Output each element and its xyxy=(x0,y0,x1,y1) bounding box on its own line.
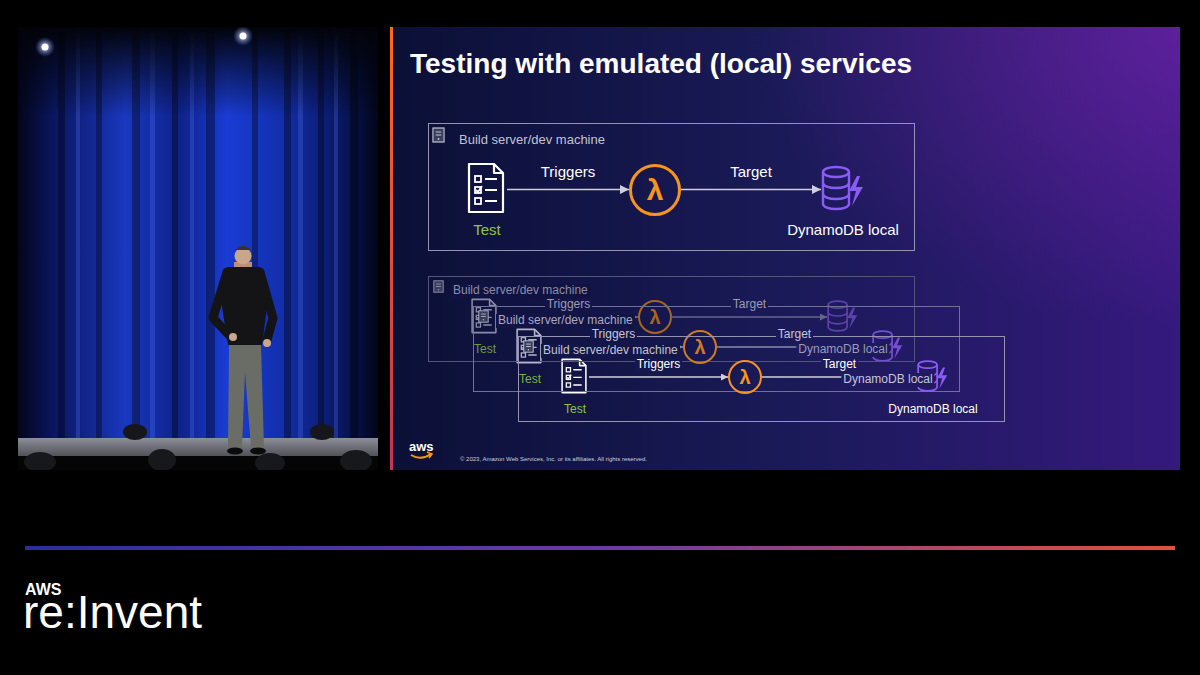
machine-heading: Build server/dev machine xyxy=(451,280,590,298)
divider-line xyxy=(25,546,1175,550)
node-caption-text: Test xyxy=(472,343,498,357)
server-icon xyxy=(434,281,443,292)
node-caption: Test xyxy=(472,339,498,357)
edge-label-text: Target xyxy=(728,163,774,180)
copyright-notice-text: © 2023, Amazon Web Services, Inc. or its… xyxy=(460,456,647,463)
edge-label: Triggers xyxy=(635,354,683,372)
edge-label: Target xyxy=(728,163,774,181)
edge-label: Target xyxy=(776,324,813,342)
connector-arrow xyxy=(681,189,821,191)
slide-title: Testing with emulated (local) services xyxy=(410,48,912,80)
lambda-symbol-text: λ xyxy=(692,337,707,357)
node-caption: DynamoDB local xyxy=(787,221,899,239)
node-caption: Test xyxy=(562,399,588,417)
copyright-notice: © 2023, Amazon Web Services, Inc. or its… xyxy=(460,447,647,465)
aws-logo-text: aws xyxy=(409,437,434,455)
machine-heading-text: Build server/dev machine xyxy=(451,284,590,298)
edge-label-text: Target xyxy=(776,328,813,342)
node-caption: DynamoDB local xyxy=(886,399,979,417)
edge-label: Target xyxy=(731,294,768,312)
lambda-symbol-text: λ xyxy=(647,175,664,205)
edge-label-text: Triggers xyxy=(635,358,683,372)
server-icon xyxy=(433,128,444,142)
slide-accent-bar xyxy=(390,27,393,470)
edge-label-text: Triggers xyxy=(590,328,638,342)
edge-label-text: Triggers xyxy=(545,298,593,312)
lambda-function: λ xyxy=(629,164,681,216)
edge-label: Triggers xyxy=(545,294,593,312)
slide-background xyxy=(390,27,1180,470)
machine-heading: Build server/dev machine xyxy=(541,340,680,358)
edge-label-text: Target xyxy=(731,298,768,312)
node-caption-text: Test xyxy=(562,403,588,417)
node-caption: Test xyxy=(517,369,543,387)
test-node: Test xyxy=(471,299,499,335)
lambda-symbol: λ xyxy=(632,167,678,213)
node-caption-text: Test xyxy=(517,373,543,387)
machine-icons xyxy=(433,128,947,393)
edge-label: Triggers xyxy=(539,163,597,181)
dynamodb-table: DynamoDB local xyxy=(821,165,865,213)
dynamodb-icon xyxy=(823,167,863,209)
aws-logo-text-text: aws xyxy=(409,440,434,455)
lambda-symbol: λ xyxy=(730,362,760,392)
edge-label-text: Triggers xyxy=(539,163,597,180)
machine-heading-text: Build server/dev machine xyxy=(541,344,680,358)
connector-arrow xyxy=(589,376,728,377)
slide-title-text: Testing with emulated (local) services xyxy=(410,48,912,80)
machine-box: Build server/dev machineTestλDynamoDB lo… xyxy=(518,336,1005,422)
test-node: Test xyxy=(467,163,507,215)
node-caption-text: DynamoDB local xyxy=(787,221,899,238)
lambda-symbol-text: λ xyxy=(647,307,662,327)
edge-label: Target xyxy=(821,354,858,372)
node-caption-text: DynamoDB local xyxy=(841,373,934,387)
test-icon xyxy=(517,329,541,362)
dynamodb-table: DynamoDB local xyxy=(917,360,949,394)
lambda-function: λ xyxy=(728,360,762,394)
node-caption-text: Test xyxy=(473,221,501,238)
connector-arrow xyxy=(672,316,827,317)
node-caption-text: DynamoDB local xyxy=(886,403,979,417)
test-icon xyxy=(562,359,586,392)
edge-label: Triggers xyxy=(590,324,638,342)
connector-arrow xyxy=(507,189,629,191)
test-icon xyxy=(469,164,503,212)
machine-heading: Build server/dev machine xyxy=(496,310,635,328)
server-icon xyxy=(479,311,488,322)
test-node: Test xyxy=(516,329,544,365)
presenter-video xyxy=(18,27,378,470)
test-icon xyxy=(472,299,496,332)
machine-heading-text: Build server/dev machine xyxy=(496,314,635,328)
node-caption: Test xyxy=(473,221,501,239)
node-caption-text: DynamoDB local xyxy=(796,343,889,357)
test-node: Test xyxy=(561,359,589,395)
event-name: re:Invent xyxy=(23,596,202,632)
server-icon xyxy=(524,341,533,352)
machine-heading: Build server/dev machine xyxy=(459,130,605,148)
edge-label-text: Target xyxy=(821,358,858,372)
machine-heading-text: Build server/dev machine xyxy=(459,133,605,148)
event-name-text: re:Invent xyxy=(23,596,202,628)
lambda-symbol-text: λ xyxy=(737,367,752,387)
machine-box: Build server/dev machineTestλDynamoDB lo… xyxy=(428,123,915,251)
